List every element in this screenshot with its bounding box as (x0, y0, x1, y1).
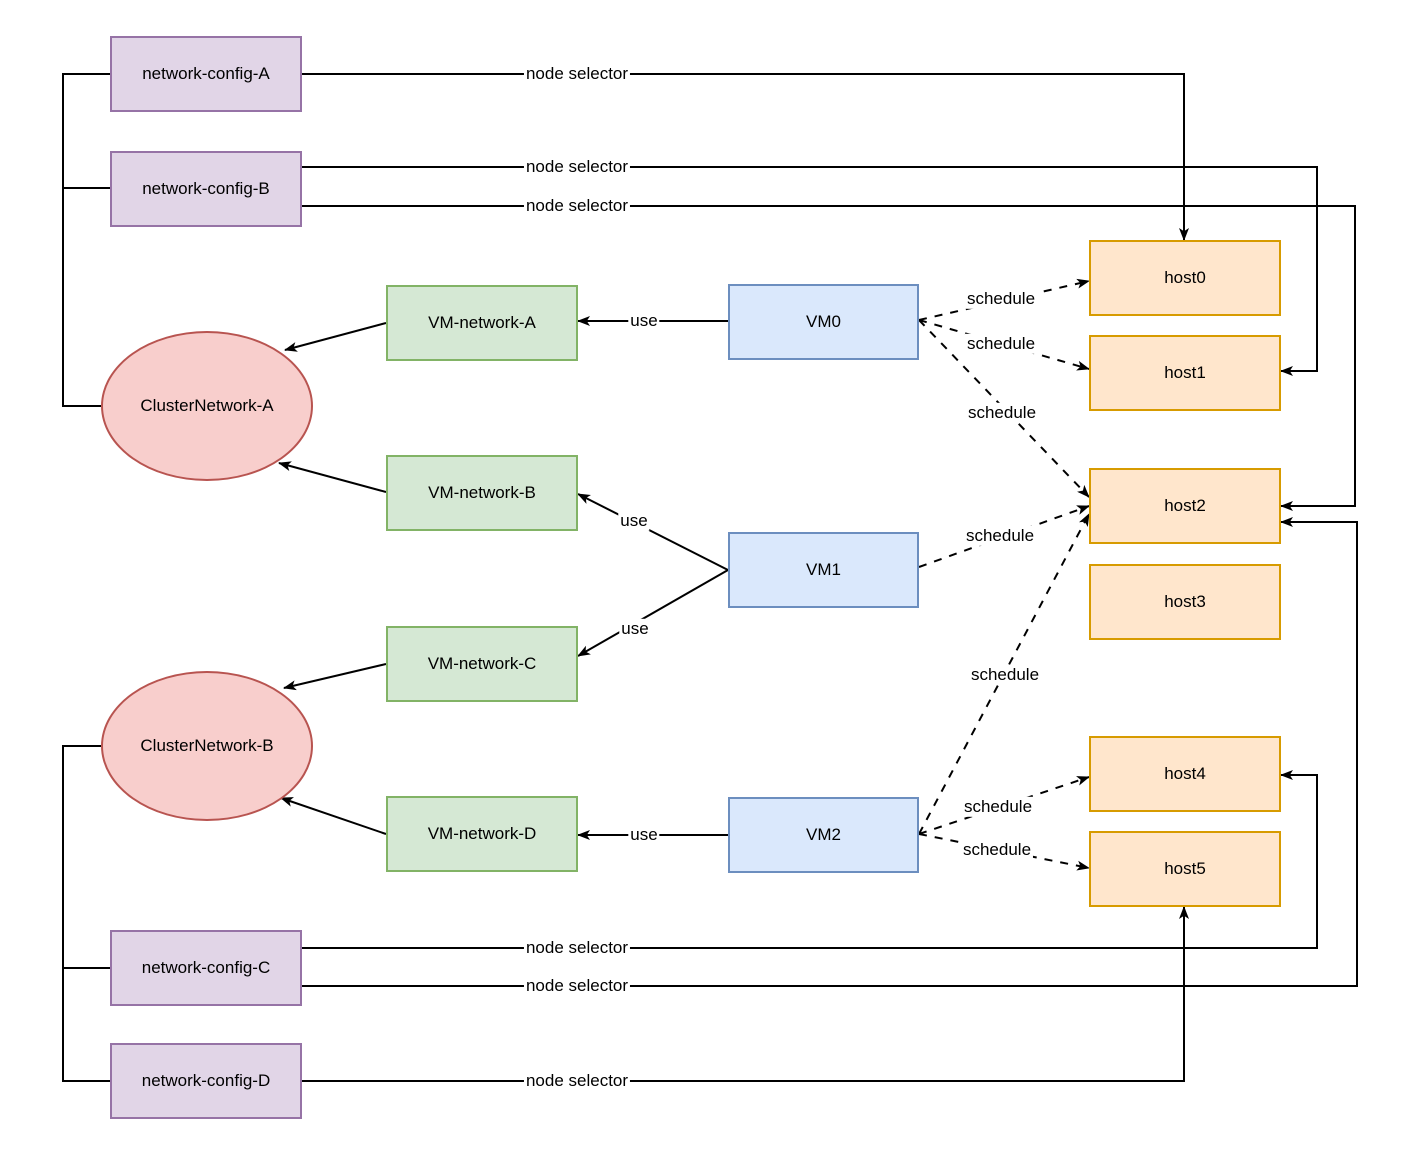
edge-network-config-d-clusternetwork-b (62, 745, 110, 1082)
edge-label-schedule: schedule (965, 402, 1039, 424)
edge-vm1-vm-network-c (577, 569, 729, 657)
node-clusternetwork-a: ClusterNetwork-A (101, 331, 313, 481)
node-network-config-a: network-config-A (110, 36, 302, 112)
edge-network-config-c-host2 (302, 517, 1358, 987)
node-vm2: VM2 (728, 797, 919, 873)
edge-network-config-a-clusternetwork-a (62, 73, 110, 407)
edge-network-config-c-host4 (302, 770, 1318, 949)
edge-label-schedule: schedule (961, 796, 1035, 818)
node-host1: host1 (1089, 335, 1281, 411)
node-host3: host3 (1089, 564, 1281, 640)
node-vm-network-d: VM-network-D (386, 796, 578, 872)
edge-label-node-selector: node selector (523, 1070, 631, 1092)
edge-network-config-b-host1 (302, 166, 1318, 376)
node-host0: host0 (1089, 240, 1281, 316)
edge-label-node-selector: node selector (523, 937, 631, 959)
edge-label-node-selector: node selector (523, 156, 631, 178)
edge-label-use: use (618, 510, 650, 532)
edge-vm1-host2 (918, 505, 1090, 568)
edge-label-schedule: schedule (964, 288, 1038, 310)
node-host5: host5 (1089, 831, 1281, 907)
node-host4: host4 (1089, 736, 1281, 812)
edge-vm-network-b-clusternetwork-a (278, 461, 387, 493)
edge-network-config-d-host5 (302, 906, 1189, 1082)
node-clusternetwork-b: ClusterNetwork-B (101, 671, 313, 821)
edge-label-schedule: schedule (964, 333, 1038, 355)
edge-vm2-host4 (918, 776, 1090, 835)
edge-label-node-selector: node selector (523, 63, 631, 85)
edge-label-use: use (619, 618, 651, 640)
edge-vm-network-c-clusternetwork-b (283, 663, 387, 691)
node-vm0: VM0 (728, 284, 919, 360)
edge-label-use: use (628, 824, 660, 846)
edge-label-schedule: schedule (968, 664, 1042, 686)
node-vm1: VM1 (728, 532, 919, 608)
edge-label-schedule: schedule (960, 839, 1034, 861)
node-network-config-d: network-config-D (110, 1043, 302, 1119)
edge-label-use: use (628, 310, 660, 332)
node-vm-network-a: VM-network-A (386, 285, 578, 361)
node-host2: host2 (1089, 468, 1281, 544)
edge-label-node-selector: node selector (523, 195, 631, 217)
node-network-config-b: network-config-B (110, 151, 302, 227)
node-vm-network-c: VM-network-C (386, 626, 578, 702)
edge-label-schedule: schedule (963, 525, 1037, 547)
edge-vm-network-a-clusternetwork-a (284, 322, 387, 352)
edge-vm0-host1 (918, 319, 1090, 371)
edge-network-config-b-host2 (302, 205, 1356, 511)
edge-network-config-a-host0 (302, 73, 1189, 241)
edge-vm1-vm-network-b (577, 493, 729, 571)
node-network-config-c: network-config-C (110, 930, 302, 1006)
edge-vm-network-d-clusternetwork-b (280, 797, 387, 835)
edge-label-node-selector: node selector (523, 975, 631, 997)
node-vm-network-b: VM-network-B (386, 455, 578, 531)
